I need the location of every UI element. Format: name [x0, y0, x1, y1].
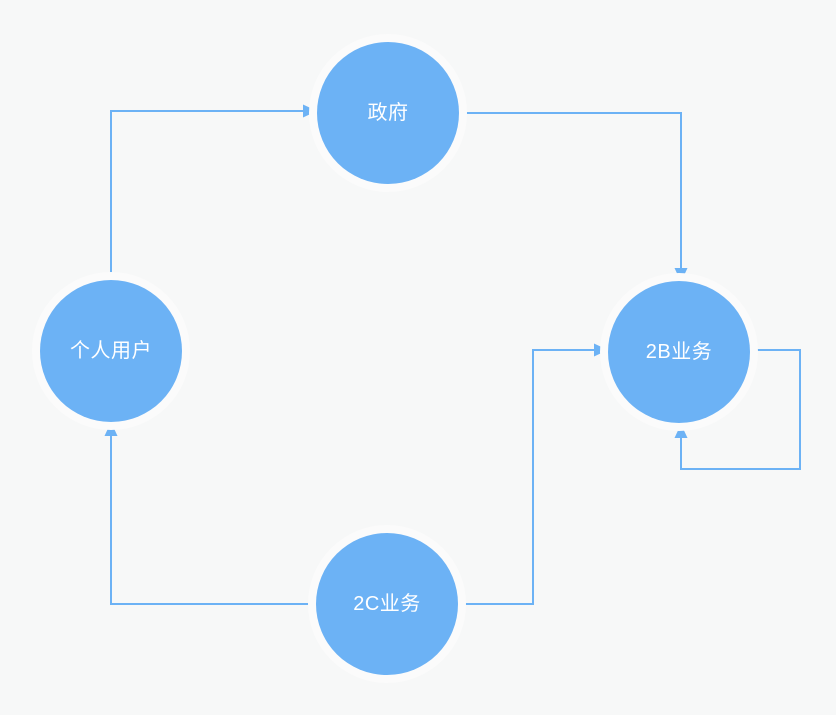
- edge-b2b-business-self-loop[interactable]: [674, 349, 801, 470]
- edge-path: [459, 112, 682, 268]
- node-b2b-business[interactable]: 2B业务: [608, 281, 750, 423]
- node-label: 个人用户: [70, 340, 152, 362]
- edge-path: [458, 349, 594, 605]
- edge-path: [110, 436, 316, 605]
- arrowhead-icon: [674, 268, 688, 282]
- arrowhead-icon: [674, 424, 688, 438]
- arrowhead-icon: [303, 104, 317, 118]
- edge-government-to-b2b-business[interactable]: [459, 112, 688, 282]
- node-government[interactable]: 政府: [317, 42, 459, 184]
- edge-b2c-business-to-b2b-business[interactable]: [458, 343, 608, 605]
- edge-b2c-business-to-individual-user[interactable]: [104, 422, 317, 605]
- edge-path: [110, 110, 303, 281]
- node-label: 2C业务: [353, 593, 421, 615]
- arrowhead-icon: [594, 343, 608, 357]
- node-label: 政府: [367, 102, 409, 124]
- node-b2c-business[interactable]: 2C业务: [316, 533, 458, 675]
- arrowhead-icon: [104, 422, 118, 436]
- edge-path: [680, 349, 801, 470]
- node-individual-user[interactable]: 个人用户: [40, 280, 182, 422]
- edge-individual-user-to-government[interactable]: [110, 104, 317, 282]
- node-label: 2B业务: [645, 341, 713, 363]
